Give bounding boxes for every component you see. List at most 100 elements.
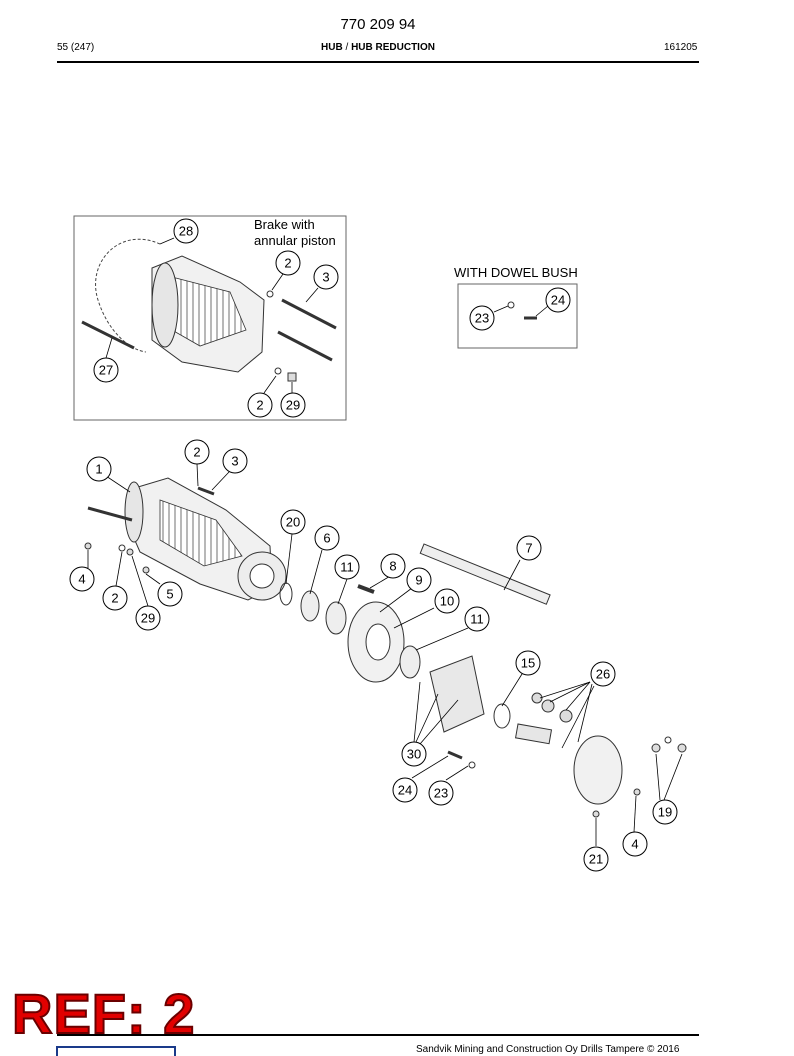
callout-30[interactable]: 30 <box>401 741 427 767</box>
callout-21[interactable]: 21 <box>583 846 609 872</box>
document-date: 161205 <box>664 42 698 53</box>
svg-text:2: 2 <box>284 256 291 271</box>
sandvik-logo <box>56 1046 176 1056</box>
callout-5[interactable]: 5 <box>157 581 183 607</box>
drive-shaft-7 <box>419 543 551 605</box>
brake-housing-drawing <box>81 237 337 394</box>
svg-text:9: 9 <box>415 573 422 588</box>
callout-6[interactable]: 6 <box>314 525 340 551</box>
callout-brake-28[interactable]: 28 <box>173 218 199 244</box>
callout-brake-27[interactable]: 27 <box>93 357 119 383</box>
section-title: HUB / HUB REDUCTION <box>0 42 756 53</box>
callout-1[interactable]: 1 <box>86 456 112 482</box>
callout-3[interactable]: 3 <box>222 448 248 474</box>
callout-2a[interactable]: 2 <box>184 439 210 465</box>
planet-gear-26b <box>541 699 555 713</box>
svg-text:11: 11 <box>340 560 354 575</box>
wheel-stud-8 <box>357 584 375 594</box>
svg-text:21: 21 <box>589 852 603 867</box>
callout-dowel-24[interactable]: 24 <box>545 287 571 313</box>
hub-9-bore <box>365 623 391 661</box>
svg-text:3: 3 <box>231 454 238 469</box>
svg-text:15: 15 <box>521 656 535 671</box>
footer-rule <box>57 1034 699 1036</box>
callout-brake-2a[interactable]: 2 <box>275 250 301 276</box>
housing-washer-2 <box>118 544 126 552</box>
brake-note-line2: annular piston <box>254 233 336 248</box>
callout-brake-3[interactable]: 3 <box>313 264 339 290</box>
leader-brake-28 <box>159 237 175 245</box>
inset-brake-annular-piston: Brake with annular piston 28 2 3 27 2 29 <box>73 215 347 421</box>
svg-text:3: 3 <box>322 270 329 285</box>
leader-dowel-23 <box>493 305 509 313</box>
brake-stud-27 <box>81 320 135 350</box>
svg-text:23: 23 <box>434 786 448 801</box>
section-title-reduction: HUB REDUCTION <box>351 42 435 53</box>
inset-dowel-bush: WITH DOWEL BUSH 24 23 <box>454 265 578 349</box>
callout-15[interactable]: 15 <box>515 650 541 676</box>
hub-components-drawing <box>279 543 687 818</box>
callout-29[interactable]: 29 <box>135 605 161 631</box>
svg-text:19: 19 <box>658 805 672 820</box>
svg-text:30: 30 <box>407 747 421 762</box>
planet-gear-26c <box>559 709 573 723</box>
planet-carrier <box>573 735 623 805</box>
callout-2b[interactable]: 2 <box>102 585 128 611</box>
inset-brake-frame <box>73 215 347 421</box>
svg-text:24: 24 <box>551 293 565 308</box>
copyright-notice: Sandvik Mining and Construction Oy Drill… <box>416 1044 680 1055</box>
callout-7[interactable]: 7 <box>516 535 542 561</box>
axle-housing-flange <box>124 481 144 543</box>
callout-19[interactable]: 19 <box>652 799 678 825</box>
main-exploded-view: 1 2 3 20 6 8 11 9 7 10 11 4 2 5 29 15 26… <box>69 439 687 872</box>
o-ring-20 <box>279 582 293 606</box>
leader-brake-27 <box>105 337 113 359</box>
leader-brake-2a <box>271 273 284 291</box>
callout-26[interactable]: 26 <box>590 661 616 687</box>
brake-washer-2-bottom <box>274 367 282 375</box>
svg-text:2: 2 <box>193 445 200 460</box>
callout-10[interactable]: 10 <box>434 588 460 614</box>
leader-brake-3 <box>305 287 319 303</box>
callout-23[interactable]: 23 <box>428 780 454 806</box>
callout-dowel-23[interactable]: 23 <box>469 305 495 331</box>
housing-bolt-3 <box>197 486 215 496</box>
callout-brake-2b[interactable]: 2 <box>247 392 273 418</box>
ring-gear-30 <box>429 655 485 733</box>
planet-gear-26a <box>531 692 543 704</box>
dowel-inset-title: WITH DOWEL BUSH <box>454 265 578 280</box>
svg-text:28: 28 <box>179 224 193 239</box>
svg-text:6: 6 <box>323 531 330 546</box>
svg-text:27: 27 <box>99 363 113 378</box>
axle-housing-fins <box>159 499 243 567</box>
svg-text:2: 2 <box>111 591 118 606</box>
housing-stud <box>87 506 133 522</box>
header-rule <box>57 61 699 63</box>
callout-11b[interactable]: 11 <box>464 606 490 632</box>
callout-4b[interactable]: 4 <box>622 831 648 857</box>
bearing-11a <box>325 601 347 635</box>
callout-20[interactable]: 20 <box>280 509 306 535</box>
svg-text:10: 10 <box>440 594 454 609</box>
leader-brake-2b <box>263 375 277 394</box>
callout-24[interactable]: 24 <box>392 777 418 803</box>
axle-housing-drawing <box>84 477 287 601</box>
callout-11a[interactable]: 11 <box>334 554 360 580</box>
carrier-plug-21 <box>592 810 600 818</box>
svg-text:24: 24 <box>398 783 412 798</box>
callout-8[interactable]: 8 <box>380 553 406 579</box>
svg-text:23: 23 <box>475 311 489 326</box>
svg-text:8: 8 <box>389 559 396 574</box>
callout-9[interactable]: 9 <box>406 567 432 593</box>
svg-text:4: 4 <box>78 572 85 587</box>
carrier-nut-19b <box>664 736 672 744</box>
bearing-6 <box>300 590 320 622</box>
callout-4a[interactable]: 4 <box>69 566 95 592</box>
brake-bolt-3b <box>277 330 333 362</box>
callout-brake-29[interactable]: 29 <box>280 392 306 418</box>
dowel-screw-24-main <box>447 750 463 760</box>
svg-text:5: 5 <box>166 587 173 602</box>
brake-housing-flange <box>151 262 179 348</box>
carrier-nut-19a <box>651 743 661 753</box>
